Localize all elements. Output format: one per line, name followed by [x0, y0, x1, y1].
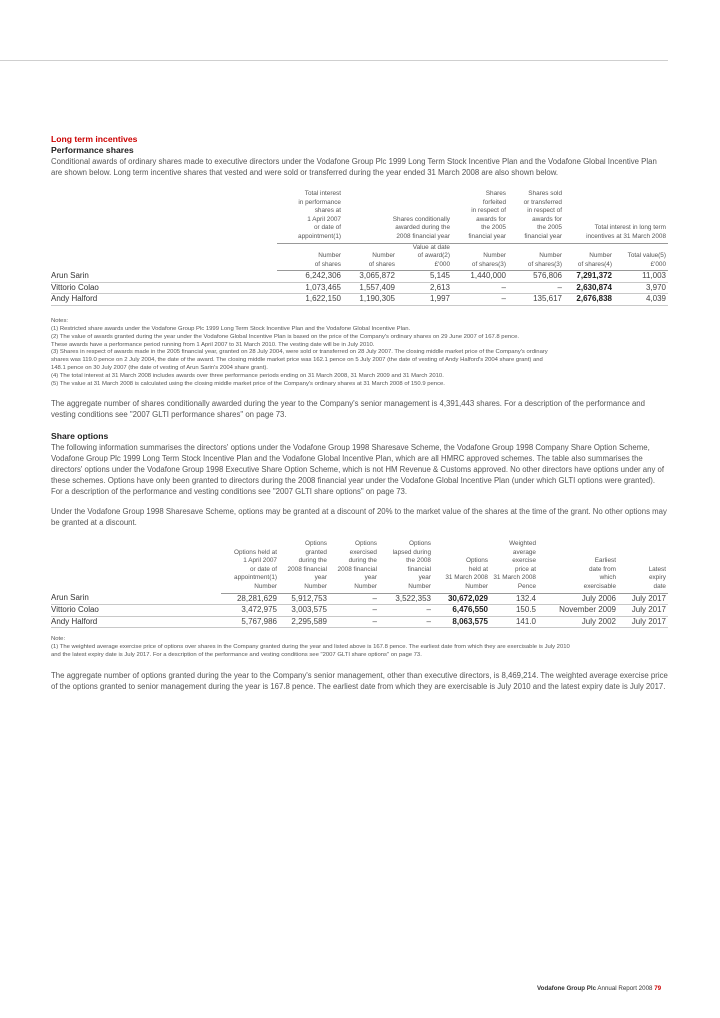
- performance-shares-intro: Conditional awards of ordinary shares ma…: [51, 157, 657, 177]
- performance-shares-aggregate: The aggregate number of shares condition…: [51, 399, 645, 419]
- top-rule: [0, 60, 668, 61]
- performance-shares-notes: Notes: (1) Restricted share awards under…: [51, 317, 548, 388]
- subheading-share-options: Share options: [51, 431, 109, 441]
- footer-report: Annual Report 2008: [597, 985, 653, 992]
- page-number: 79: [654, 985, 662, 992]
- footer-company: Vodafone Group Plc: [537, 985, 597, 992]
- sharesave-discount-text: Under the Vodafone Group 1998 Sharesave …: [51, 507, 667, 527]
- page-footer: Vodafone Group Plc Annual Report 2008 79: [537, 985, 661, 992]
- share-options-note: Note: (1) The weighted average exercise …: [51, 636, 570, 658]
- share-options-aggregate: The aggregate number of options granted …: [51, 670, 668, 691]
- share-options-summary: The following information summarises the…: [51, 443, 665, 496]
- section-heading-long-term-incentives: Long term incentives: [51, 134, 138, 144]
- page-content: Long term incentives Performance shares …: [51, 134, 668, 692]
- subheading-performance-shares: Performance shares: [51, 145, 134, 155]
